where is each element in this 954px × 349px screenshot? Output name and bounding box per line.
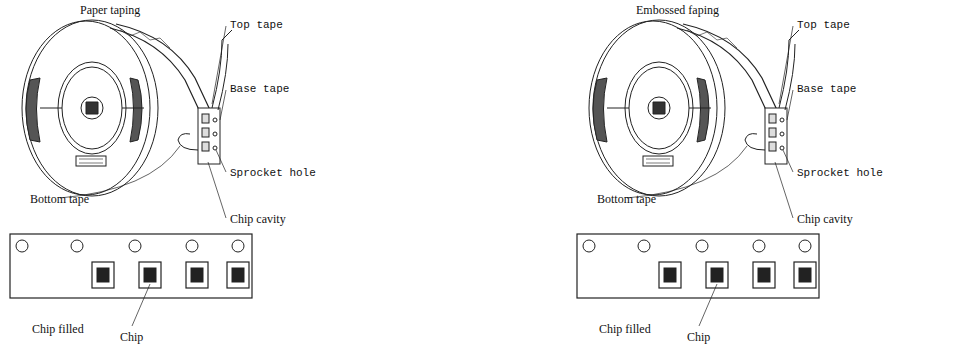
part-label: Top tape [230, 18, 283, 32]
part-label: Chip cavity [797, 212, 853, 226]
part-label: Bottom tape [30, 192, 89, 206]
part-label: Top tape [797, 18, 850, 32]
part-label: Base tape [230, 82, 289, 96]
part-label: Base tape [797, 82, 856, 96]
part-label: Embossed faping [636, 3, 719, 17]
part-label: Chip cavity [230, 212, 286, 226]
part-label: Sprocket hole [797, 166, 883, 180]
part-label: Chip filled [32, 322, 84, 336]
part-label: Bottom tape [597, 192, 656, 206]
part-label: Chip [120, 330, 143, 344]
part-label: Sprocket hole [230, 166, 316, 180]
part-label: Chip filled [599, 322, 651, 336]
part-label: Paper taping [80, 3, 140, 17]
part-label: Chip [687, 330, 710, 344]
